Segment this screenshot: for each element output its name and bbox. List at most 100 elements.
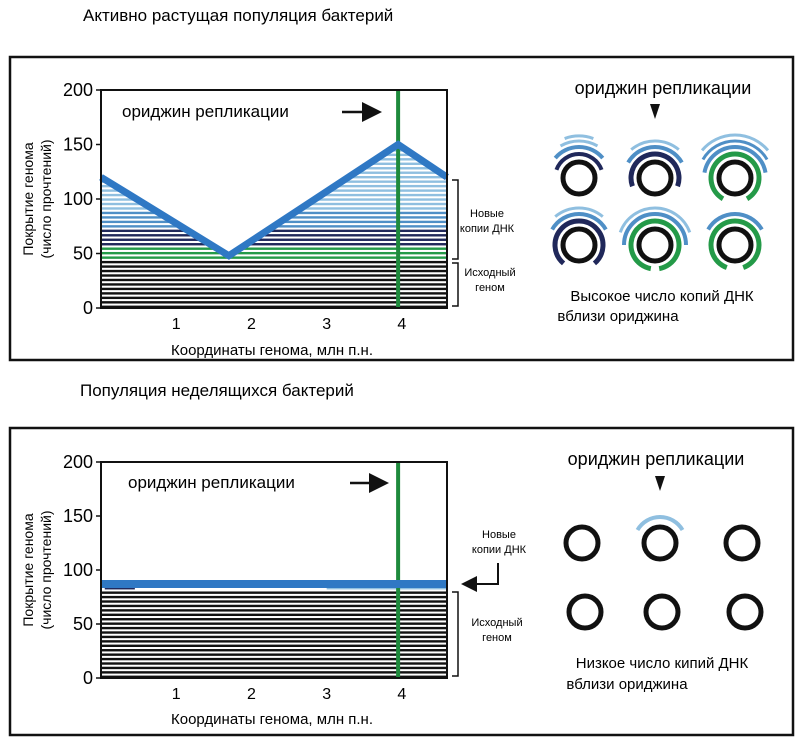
- panel-2-x-label: Координаты генома, млн п.н.: [171, 711, 373, 728]
- replicated-band: [101, 189, 123, 192]
- replication-arc: [564, 134, 594, 140]
- genome-band: [101, 269, 447, 273]
- replicated-band: [323, 193, 447, 197]
- replication-arc: [628, 218, 682, 272]
- replicated-band: [101, 198, 138, 201]
- replication-arc: [618, 206, 692, 233]
- y-tick-label: 50: [73, 614, 93, 634]
- genome-band: [101, 671, 447, 674]
- replication-arc: [700, 133, 770, 152]
- genome-band: [101, 591, 447, 594]
- replicated-band: [296, 211, 447, 215]
- genome-band: [101, 609, 447, 612]
- replicated-band: [101, 251, 225, 255]
- genome-band: [101, 622, 447, 625]
- chromosome-ring: [636, 159, 674, 197]
- replicated-band: [302, 207, 447, 210]
- replication-arc: [554, 206, 604, 218]
- panel-1-frame: [8, 55, 795, 362]
- replicated-band: [101, 216, 166, 219]
- genome-band: [101, 640, 447, 643]
- panel-2-genome-bracket: [452, 591, 459, 677]
- genome-band: [101, 675, 447, 678]
- replicated-band: [248, 243, 447, 246]
- replicated-band: [104, 587, 135, 590]
- replicated-band: [101, 207, 151, 210]
- replicated-band: [289, 216, 447, 219]
- chromosome-ring: [563, 524, 601, 562]
- panel-2-genome-label-2: геном: [482, 632, 512, 644]
- chromosome-ring: [641, 524, 679, 562]
- replicated-band: [255, 238, 447, 241]
- genome-band: [101, 626, 447, 630]
- replicated-band: [101, 229, 189, 233]
- replicated-band: [101, 256, 447, 259]
- genome-band: [101, 600, 447, 603]
- replicated-band: [101, 220, 174, 224]
- x-tick-label: 3: [322, 686, 331, 703]
- genome-band: [101, 292, 447, 295]
- y-tick-label: 200: [63, 80, 93, 100]
- panel-2-genome-label-1: Исходный: [471, 617, 522, 629]
- genome-band: [101, 287, 447, 291]
- replicated-band: [269, 229, 447, 233]
- replicated-band: [329, 189, 447, 192]
- genome-band: [101, 604, 447, 608]
- panel-1-new-copies-label-2: копии ДНК: [460, 223, 515, 235]
- replicated-band: [234, 251, 447, 255]
- genome-band: [101, 649, 447, 652]
- coverage-line: [99, 140, 449, 260]
- chromosome-ring: [560, 226, 598, 264]
- replication-arc: [635, 515, 685, 532]
- genome-band: [101, 265, 447, 268]
- genome-band: [101, 618, 447, 621]
- genome-band: [101, 278, 447, 282]
- panel-1-y-label-1: Покрытие генома: [20, 142, 36, 255]
- panel-1-cells: [550, 133, 770, 272]
- genome-band: [101, 635, 447, 639]
- replication-arc: [552, 218, 606, 266]
- y-tick-label: 0: [83, 298, 93, 318]
- replicated-band: [283, 220, 447, 224]
- panel-2-new-copies-arrow: [461, 563, 499, 592]
- panel-1-genome-label-1: Исходный: [464, 267, 515, 279]
- replicated-band: [101, 211, 159, 215]
- y-tick-label: 100: [63, 560, 93, 580]
- x-tick-label: 1: [172, 686, 181, 703]
- chromosome-ring: [636, 226, 674, 264]
- replicated-band: [261, 234, 447, 237]
- x-tick-label: 4: [397, 686, 406, 703]
- panel-1-heading: Активно растущая популяция бактерий: [83, 6, 393, 25]
- panel-2-cells: [563, 515, 764, 631]
- chromosome-ring: [643, 593, 681, 631]
- x-tick-label: 2: [247, 316, 256, 333]
- panel-2-cells-origin-label: ориджин репликации: [568, 449, 745, 469]
- replication-arc: [702, 145, 768, 174]
- genome-band: [101, 666, 447, 670]
- replication-arc: [628, 151, 682, 188]
- genome-band: [101, 653, 447, 656]
- panel-1-genome-bracket: [452, 262, 459, 307]
- x-tick-label: 1: [172, 316, 181, 333]
- genome-band: [101, 274, 447, 277]
- y-tick-label: 150: [63, 506, 93, 526]
- replicated-band: [101, 202, 144, 206]
- replication-arc: [626, 145, 684, 164]
- chromosome-ring: [560, 159, 598, 197]
- panel-1-x-label: Координаты генома, млн п.н.: [171, 342, 373, 359]
- replicated-band: [275, 225, 447, 228]
- y-tick-label: 200: [63, 452, 93, 472]
- replication-arc: [550, 212, 608, 231]
- genome-band: [101, 631, 447, 634]
- replicated-band: [343, 180, 447, 183]
- chromosome-ring: [726, 593, 764, 631]
- x-tick-label: 2: [247, 686, 256, 703]
- replicated-band: [310, 202, 447, 206]
- panel-1-cells-origin-label: ориджин репликации: [575, 78, 752, 98]
- replicated-band: [316, 198, 447, 201]
- genome-band: [101, 644, 447, 648]
- replication-arc: [630, 139, 680, 151]
